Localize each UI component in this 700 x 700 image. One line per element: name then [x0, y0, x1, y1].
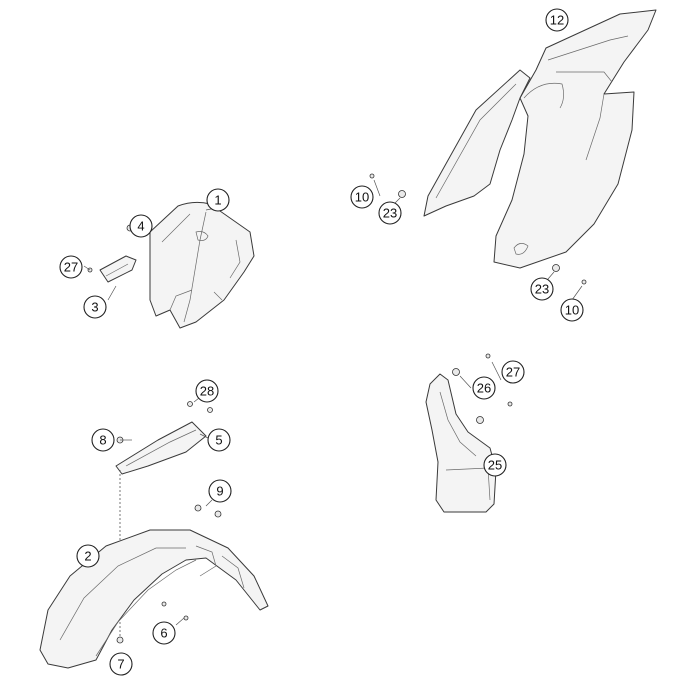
callout-23-upper: 23 [378, 201, 402, 225]
side-panel-hardware [369, 173, 587, 285]
callout-label: 2 [84, 549, 91, 564]
callout-2: 2 [76, 544, 100, 568]
callout-label: 23 [535, 282, 549, 297]
callout-28: 28 [195, 379, 219, 403]
callout-12: 12 [545, 8, 569, 32]
shroud-panel-part [423, 69, 531, 217]
side-panel-part [493, 9, 657, 269]
callout-label: 12 [550, 13, 564, 28]
fender-hardware [116, 504, 222, 644]
callout-25: 25 [483, 453, 507, 477]
callout-label: 7 [117, 657, 124, 672]
callout-label: 1 [214, 193, 221, 208]
callout-label: 6 [160, 626, 167, 641]
callout-label: 27 [506, 365, 520, 380]
callout-1: 1 [206, 188, 230, 212]
callout-label: 25 [488, 458, 502, 473]
callout-label: 3 [91, 300, 98, 315]
air-scoop-part [425, 373, 497, 513]
callout-7: 7 [109, 652, 133, 676]
callout-10-upper: 10 [350, 185, 374, 209]
callout-27-left: 27 [59, 255, 83, 279]
callout-label: 27 [64, 260, 78, 275]
number-plate-part [149, 201, 255, 329]
callout-9: 9 [208, 479, 232, 503]
callout-5: 5 [207, 428, 231, 452]
callout-26: 26 [472, 376, 496, 400]
front-fender-part [39, 529, 269, 669]
callout-3: 3 [83, 295, 107, 319]
callout-label: 5 [215, 433, 222, 448]
callout-4: 4 [129, 214, 153, 238]
callout-27-right: 27 [501, 360, 525, 384]
callout-label: 10 [355, 190, 369, 205]
callout-label: 26 [477, 381, 491, 396]
scoop-hardware [452, 353, 513, 424]
callout-label: 28 [200, 384, 214, 399]
callout-6: 6 [152, 621, 176, 645]
callout-10-lower: 10 [560, 298, 584, 322]
callout-23-lower: 23 [530, 277, 554, 301]
callout-label: 10 [565, 303, 579, 318]
callout-label: 8 [99, 433, 106, 448]
callout-label: 23 [383, 206, 397, 221]
mounting-bracket-part [99, 255, 137, 283]
callout-label: 9 [216, 484, 223, 499]
fender-bracket-part [115, 421, 207, 475]
callout-label: 4 [137, 219, 144, 234]
callout-8: 8 [91, 428, 115, 452]
